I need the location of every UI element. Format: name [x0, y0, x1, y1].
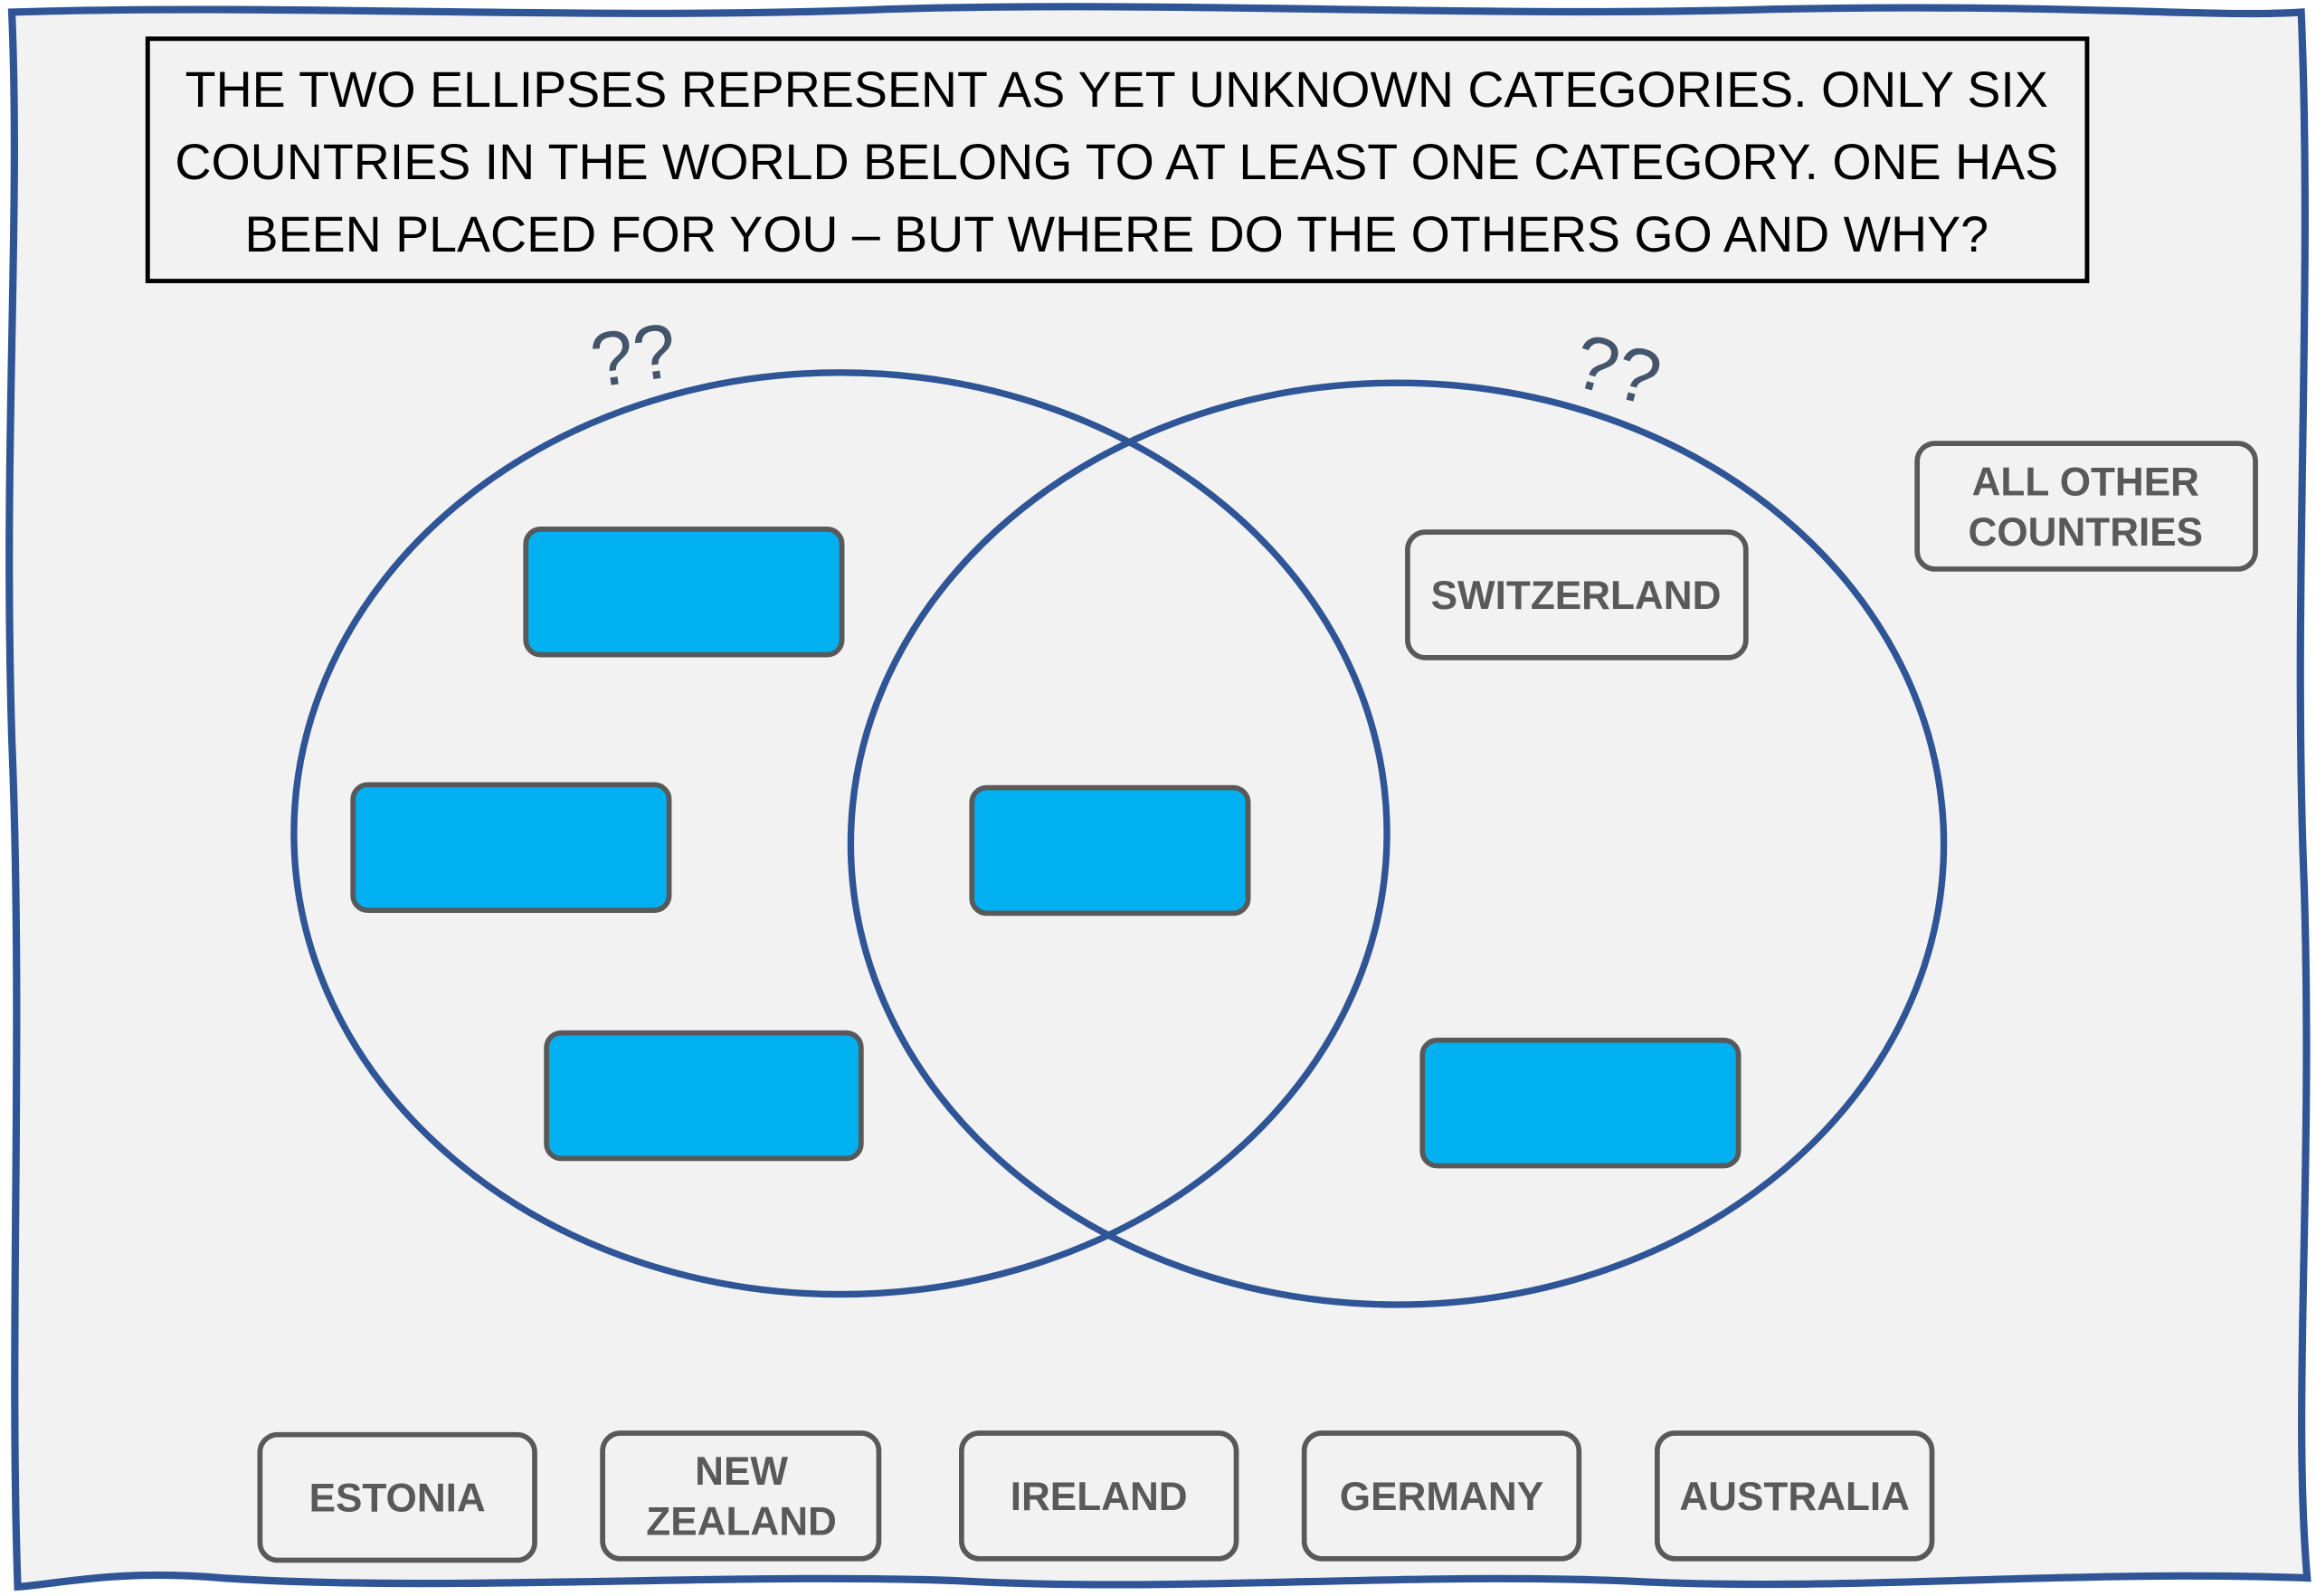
- card-label: GERMANY: [1340, 1475, 1543, 1519]
- all-other-countries-area[interactable]: ALL OTHER COUNTRIES: [1914, 441, 2258, 572]
- left-ellipse: [290, 369, 1391, 1298]
- instruction-line-3: BEEN PLACED FOR YOU – BUT WHERE DO THE O…: [245, 206, 1989, 262]
- card-label: NEW: [695, 1449, 788, 1494]
- outside-label-line-1: ALL OTHER: [1972, 460, 2199, 504]
- drop-slot[interactable]: [969, 784, 1251, 917]
- right-ellipse: [847, 379, 1948, 1308]
- instruction-box: THE TWO ELLIPSES REPRESENT AS YET UNKNOW…: [145, 36, 2090, 284]
- card-germany[interactable]: GERMANY: [1301, 1430, 1582, 1562]
- card-label: AUSTRALIA: [1679, 1475, 1910, 1519]
- instruction-line-2: COUNTRIES IN THE WORLD BELONG TO AT LEAS…: [175, 134, 2058, 190]
- drop-slot[interactable]: [350, 782, 672, 913]
- card-new-zealand[interactable]: NEW ZEALAND: [600, 1430, 882, 1562]
- card-estonia[interactable]: ESTONIA: [257, 1431, 537, 1563]
- card-label: SWITZERLAND: [1431, 574, 1722, 618]
- drop-slot[interactable]: [544, 1030, 864, 1162]
- drop-slot[interactable]: [523, 527, 845, 658]
- card-label: ZEALAND: [646, 1500, 837, 1544]
- outside-label-line-2: COUNTRIES: [1969, 510, 2204, 555]
- drop-slot[interactable]: [1419, 1037, 1742, 1169]
- card-label: ESTONIA: [309, 1477, 486, 1521]
- instruction-line-1: THE TWO ELLIPSES REPRESENT AS YET UNKNOW…: [185, 62, 2048, 118]
- card-switzerland[interactable]: SWITZERLAND: [1405, 529, 1749, 660]
- card-australia[interactable]: AUSTRALIA: [1654, 1430, 1935, 1562]
- card-label: IRELAND: [1011, 1475, 1188, 1519]
- left-question-marks: ??: [585, 307, 682, 404]
- card-ireland[interactable]: IRELAND: [959, 1430, 1239, 1562]
